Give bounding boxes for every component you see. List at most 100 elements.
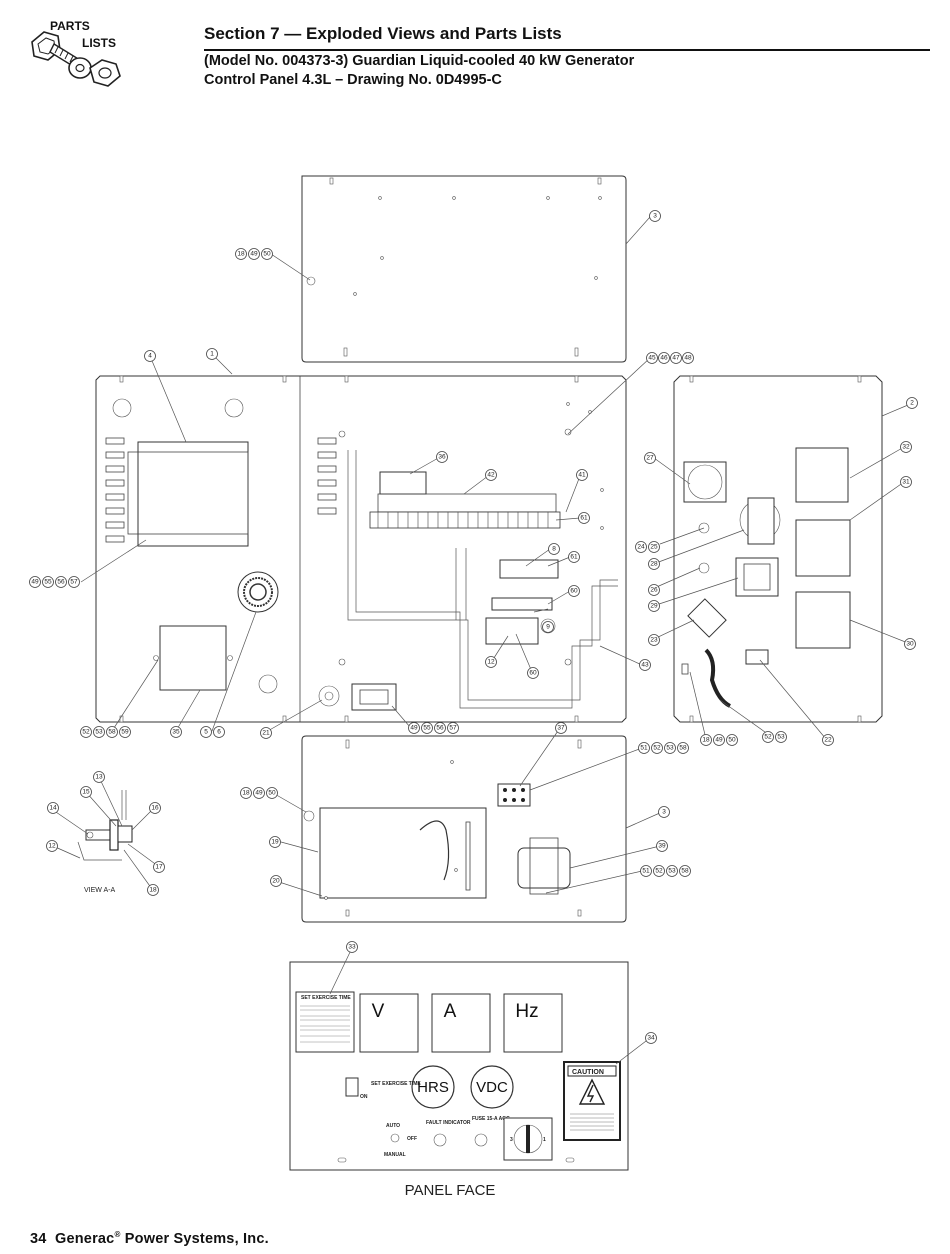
svg-text:19: 19	[271, 839, 279, 846]
svg-text:57: 57	[449, 725, 457, 732]
header-rule	[204, 49, 930, 51]
svg-text:29: 29	[650, 603, 658, 610]
svg-text:33: 33	[348, 944, 356, 951]
svg-text:14: 14	[49, 805, 57, 812]
hours-gauge-label: HRS	[417, 1079, 449, 1096]
svg-text:58: 58	[681, 868, 689, 875]
svg-text:18: 18	[149, 887, 157, 894]
svg-text:52: 52	[653, 745, 661, 752]
svg-text:9: 9	[546, 624, 550, 631]
svg-text:4: 4	[148, 353, 152, 360]
registered-mark: ®	[114, 1230, 121, 1239]
side-panel	[673, 375, 883, 723]
svg-text:20: 20	[272, 878, 280, 885]
svg-text:41: 41	[578, 472, 586, 479]
svg-text:50: 50	[263, 251, 271, 258]
svg-text:52: 52	[764, 734, 772, 741]
amp-meter-label: A	[444, 1001, 457, 1022]
svg-text:52: 52	[82, 729, 90, 736]
svg-text:36: 36	[438, 454, 446, 461]
svg-text:45: 45	[648, 355, 656, 362]
view-a-a-label: VIEW A-A	[84, 887, 115, 894]
page-subtitle: (Model No. 004373-3) Guardian Liquid-coo…	[204, 52, 634, 90]
hertz-meter-label: Hz	[515, 1001, 538, 1022]
svg-text:17: 17	[155, 864, 163, 871]
subtitle-line-1: (Model No. 004373-3) Guardian Liquid-coo…	[204, 53, 635, 69]
svg-text:43: 43	[641, 662, 649, 669]
svg-text:34: 34	[647, 1035, 655, 1042]
svg-text:31: 31	[902, 479, 910, 486]
page-number: 34	[30, 1230, 47, 1247]
svg-text:49: 49	[715, 737, 723, 744]
svg-text:24: 24	[637, 544, 645, 551]
svg-text:61: 61	[580, 515, 588, 522]
svg-text:52: 52	[655, 868, 663, 875]
set-exercise-label: SET EXERCISE TIME	[371, 1081, 421, 1087]
enclosure-back-panel	[95, 375, 627, 723]
svg-text:55: 55	[44, 579, 52, 586]
svg-text:47: 47	[672, 355, 680, 362]
svg-text:3: 3	[662, 809, 666, 816]
svg-text:42: 42	[487, 472, 495, 479]
off-label: OFF	[407, 1136, 417, 1142]
svg-text:57: 57	[70, 579, 78, 586]
callout-bubbles: 1 2 3 3 4 5 6 8 9 12 12 13 14 15 16 17 1…	[29, 210, 918, 1044]
svg-text:56: 56	[436, 725, 444, 732]
svg-text:26: 26	[650, 587, 658, 594]
svg-text:12: 12	[487, 659, 495, 666]
leader-lines	[52, 216, 909, 1065]
svg-text:18: 18	[702, 737, 710, 744]
svg-text:60: 60	[570, 588, 578, 595]
svg-text:13: 13	[95, 774, 103, 781]
svg-text:2: 2	[910, 400, 914, 407]
company-name: Generac	[55, 1230, 115, 1247]
svg-text:55: 55	[423, 725, 431, 732]
svg-text:50: 50	[728, 737, 736, 744]
svg-text:28: 28	[650, 561, 658, 568]
svg-text:16: 16	[151, 805, 159, 812]
manual-label: MANUAL	[384, 1152, 406, 1158]
svg-text:32: 32	[902, 444, 910, 451]
logo-text-parts: PARTS	[50, 19, 90, 33]
svg-text:51: 51	[640, 745, 648, 752]
svg-text:61: 61	[570, 554, 578, 561]
svg-text:46: 46	[660, 355, 668, 362]
svg-text:59: 59	[121, 729, 129, 736]
on-label: ON	[360, 1094, 368, 1100]
svg-text:8: 8	[552, 546, 556, 553]
svg-text:27: 27	[646, 455, 654, 462]
lower-cover-plate	[301, 735, 627, 923]
svg-text:23: 23	[650, 637, 658, 644]
svg-text:37: 37	[557, 725, 565, 732]
svg-text:1: 1	[210, 351, 214, 358]
svg-text:12: 12	[48, 843, 56, 850]
svg-text:49: 49	[410, 725, 418, 732]
svg-text:39: 39	[658, 843, 666, 850]
subtitle-line-2: Control Panel 4.3L – Drawing No. 0D4995-…	[204, 72, 502, 88]
svg-text:60: 60	[529, 670, 537, 677]
section-title: Section 7 — Exploded Views and Parts Lis…	[204, 24, 562, 43]
svg-text:50: 50	[268, 790, 276, 797]
svg-text:56: 56	[57, 579, 65, 586]
svg-text:49: 49	[250, 251, 258, 258]
top-cover-plate	[301, 175, 627, 363]
vdc-gauge-label: VDC	[476, 1079, 508, 1096]
auto-label: AUTO	[386, 1123, 400, 1129]
svg-text:35: 35	[172, 729, 180, 736]
logo-text-lists: LISTS	[82, 36, 117, 50]
svg-text:30: 30	[906, 641, 914, 648]
svg-text:49: 49	[255, 790, 263, 797]
svg-text:51: 51	[642, 868, 650, 875]
svg-text:53: 53	[666, 745, 674, 752]
svg-text:15: 15	[82, 789, 90, 796]
exercise-card-title: SET EXERCISE TIME	[301, 995, 351, 1001]
svg-text:48: 48	[684, 355, 692, 362]
company-name-rest: Power Systems, Inc.	[124, 1230, 269, 1247]
svg-text:58: 58	[679, 745, 687, 752]
switch-position-1: 1	[543, 1137, 546, 1143]
svg-text:21: 21	[262, 730, 270, 737]
volt-meter-label: V	[372, 1001, 385, 1022]
switch-position-3: 3	[510, 1137, 513, 1143]
svg-text:6: 6	[217, 729, 221, 736]
